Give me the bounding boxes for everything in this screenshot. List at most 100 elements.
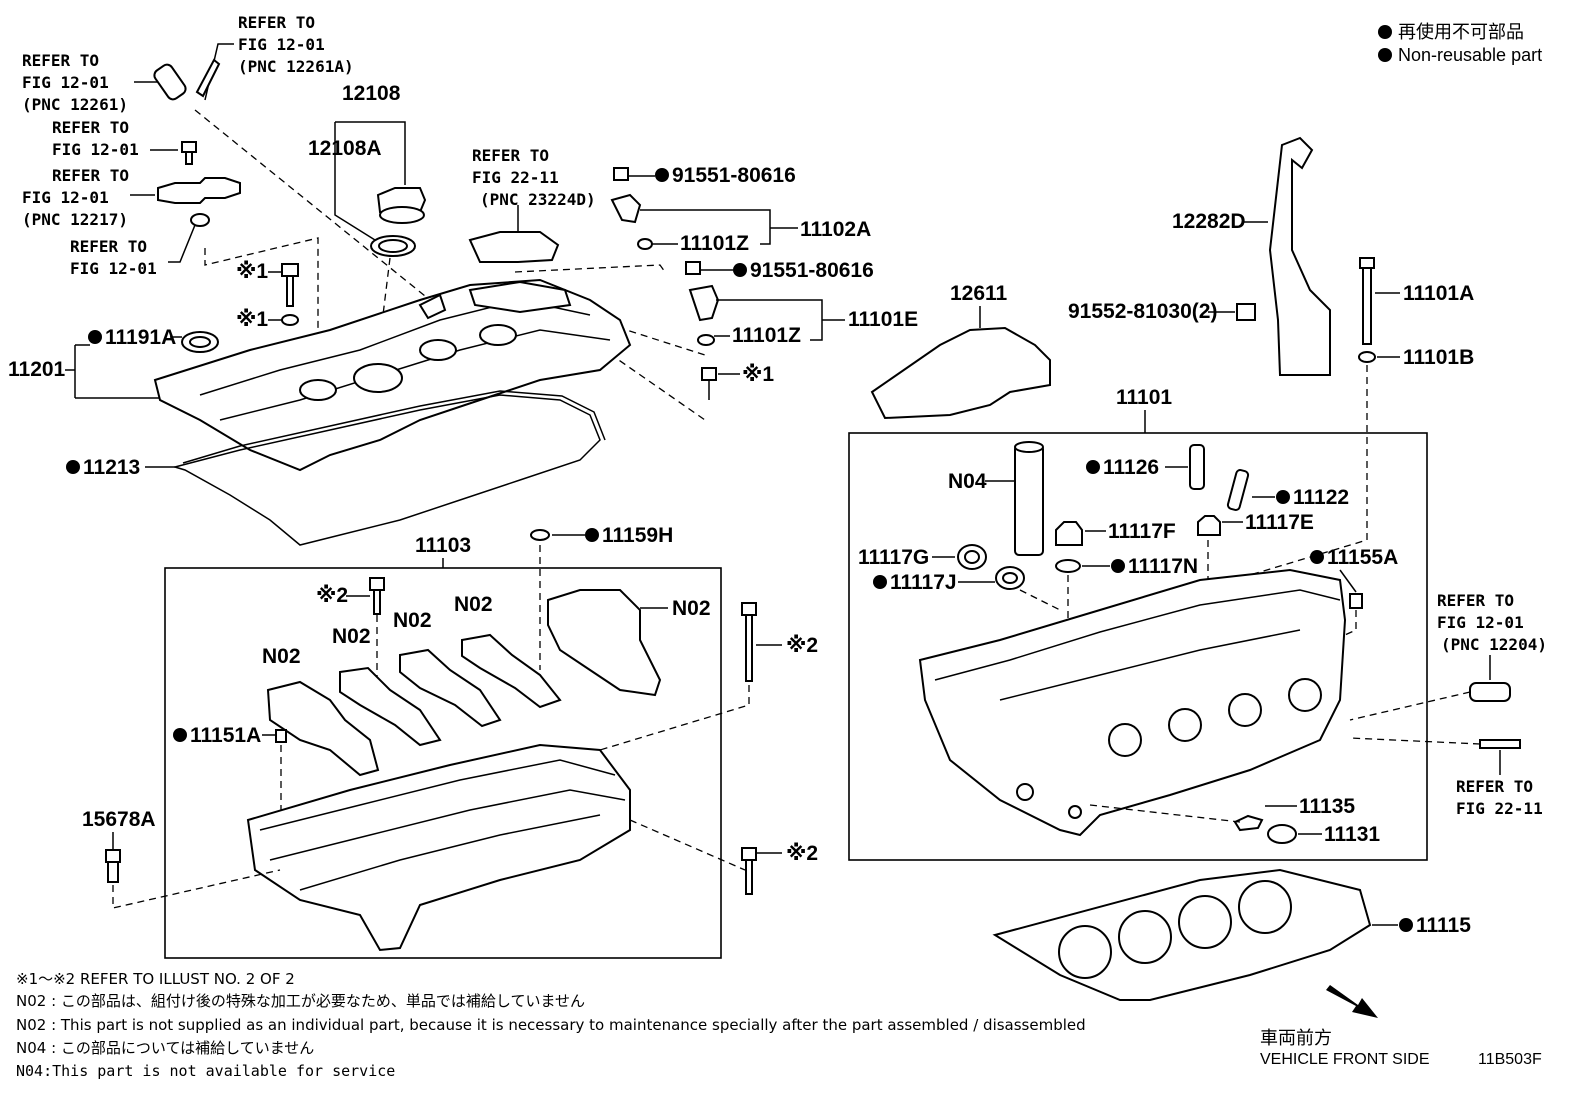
non-reusable-dot-icon: [1111, 559, 1125, 573]
front-direction-arrow-icon: [1326, 985, 1378, 1018]
filler-hole: [353, 363, 403, 393]
valve-seal-icon: [1197, 515, 1221, 536]
engine-hanger-icon: [870, 326, 1051, 420]
bolt-shank: [286, 275, 294, 307]
bolt-shank: [185, 151, 193, 165]
oil-control-valve-icon: [157, 177, 241, 204]
non-reusable-dot-icon: [88, 330, 102, 344]
ref-text: FIG 12-01: [70, 259, 157, 278]
part-label-11213: 11213: [83, 456, 140, 479]
ref-text: REFER TO: [70, 237, 147, 256]
ref-mark-1: ※1: [236, 260, 268, 283]
ref-group-5: REFER TO FIG 12-01: [70, 213, 210, 278]
part-label-11101A: 11101A: [1403, 282, 1474, 305]
cylinder-bore: [1058, 925, 1112, 979]
non-reusable-dot-icon: [66, 460, 80, 474]
part-label-N02: N02: [332, 625, 371, 648]
non-reusable-dot-icon: [585, 528, 599, 542]
assembly-box-11101: [848, 432, 1428, 861]
non-reusable-dot-icon: [173, 728, 187, 742]
part-label-11151A: 11151A: [190, 724, 261, 747]
dowel-icon: [275, 729, 287, 743]
part-label-11117F: 11117F: [1108, 520, 1176, 543]
sensor-boss: [468, 280, 572, 314]
cylinder-bore: [1238, 880, 1292, 934]
ref-text: (PNC 12204): [1441, 635, 1547, 654]
ref-text: FIG 22-11: [1456, 799, 1543, 818]
part-label-91552: 91552-81030(2): [1068, 300, 1217, 323]
bolt-icon: [369, 577, 385, 591]
pcv-fitting: [418, 293, 447, 320]
part-label-11103: 11103: [415, 534, 471, 557]
camshaft-housing-group: 11103 11159H ※2 N02 N02 N02 N02 N02 1115…: [82, 524, 818, 959]
dowel-icon: [1349, 593, 1363, 609]
assembly-box-11103: [164, 567, 722, 959]
part-label-11191A: 11191A: [105, 326, 176, 349]
oil-pressure-switch-icon: [1469, 682, 1511, 702]
non-reusable-dot-icon: [1378, 25, 1392, 39]
part-label-12108: 12108: [342, 82, 401, 105]
non-reusable-dot-icon: [1086, 460, 1100, 474]
ref-text: FIG 12-01: [52, 140, 139, 159]
bolt-icon: [741, 847, 757, 861]
plug-body: [107, 861, 119, 883]
non-reusable-dot-icon: [1276, 490, 1290, 504]
bearing-cap-icon: [266, 680, 380, 777]
bolt-icon: [741, 602, 757, 616]
legend-ja: 再使用不可部品: [1398, 22, 1524, 42]
ref-text: REFER TO: [22, 51, 99, 70]
o-ring-icon: [697, 334, 715, 346]
o-ring-icon: [530, 529, 550, 541]
intake-port: [1228, 693, 1262, 727]
cylinder-head-icon: [918, 568, 1347, 837]
non-reusable-dot-icon: [1310, 550, 1324, 564]
o-ring-icon: [190, 213, 210, 227]
non-reusable-dot-icon: [1399, 918, 1413, 932]
bolt-shank: [1362, 267, 1372, 345]
bearing-cap-icon: [399, 648, 502, 728]
washer-icon: [1358, 351, 1376, 363]
note-n04-en: N04:This part is not available for servi…: [16, 1062, 395, 1080]
bolt-icon: [685, 261, 701, 275]
part-label-11117E: 11117E: [1245, 511, 1314, 534]
direction-ja: 車両前方: [1260, 1028, 1332, 1048]
ref-text: REFER TO: [472, 146, 549, 165]
part-label-11131: 11131: [1324, 823, 1380, 846]
seal-icon: [1267, 824, 1297, 844]
note-n02-en: N02 : This part is not supplied as an in…: [16, 1016, 1086, 1034]
part-label-15678A: 15678A: [82, 808, 156, 831]
ref-mark-2: ※2: [786, 842, 818, 865]
note-ref-illust: ※1～※2 REFER TO ILLUST NO. 2 OF 2: [16, 970, 295, 988]
ref-text: (PNC 12261): [22, 95, 128, 114]
valve-seal-icon: [1055, 521, 1083, 546]
bolt-shank: [745, 614, 753, 682]
bolt-icon: [281, 263, 299, 277]
clip-icon: [195, 58, 221, 98]
bolt-icon: [181, 141, 197, 153]
cap-base: [379, 206, 425, 224]
plug-icon: [105, 849, 121, 863]
washer-icon: [281, 314, 299, 326]
part-label-11135: 11135: [1299, 795, 1355, 818]
part-label-N02: N02: [672, 597, 711, 620]
part-label-12282D: 12282D: [1172, 210, 1246, 233]
bearing-cap-icon: [461, 633, 562, 709]
bolt-icon: [613, 167, 629, 181]
part-label-N02: N02: [454, 593, 493, 616]
bolt-shank: [373, 589, 381, 615]
ref-group-1: REFER TO FIG 12-01 (PNC 12261): [22, 51, 187, 114]
crank-sensor-icon: [688, 284, 720, 322]
front-bearing-cap-icon: [547, 589, 662, 697]
ref-text: FIG 12-01: [238, 35, 325, 54]
part-label-11101: 11101: [1116, 386, 1172, 409]
part-label-91551: 91551-80616: [672, 164, 796, 187]
ref-text: REFER TO: [52, 166, 129, 185]
oil-filler-cap-icon: [376, 187, 427, 213]
engine-bracket-icon: [1268, 136, 1331, 376]
ref-group-3: REFER TO FIG 12-01: [52, 118, 197, 165]
non-reusable-dot-icon: [733, 263, 747, 277]
ref-mark-1: ※1: [742, 363, 774, 386]
part-label-N02: N02: [393, 609, 432, 632]
ref-group-2: REFER TO FIG 12-01 (PNC 12261A): [195, 13, 354, 101]
note-n04-ja: N04 : この部品については補給していません: [16, 1039, 314, 1057]
